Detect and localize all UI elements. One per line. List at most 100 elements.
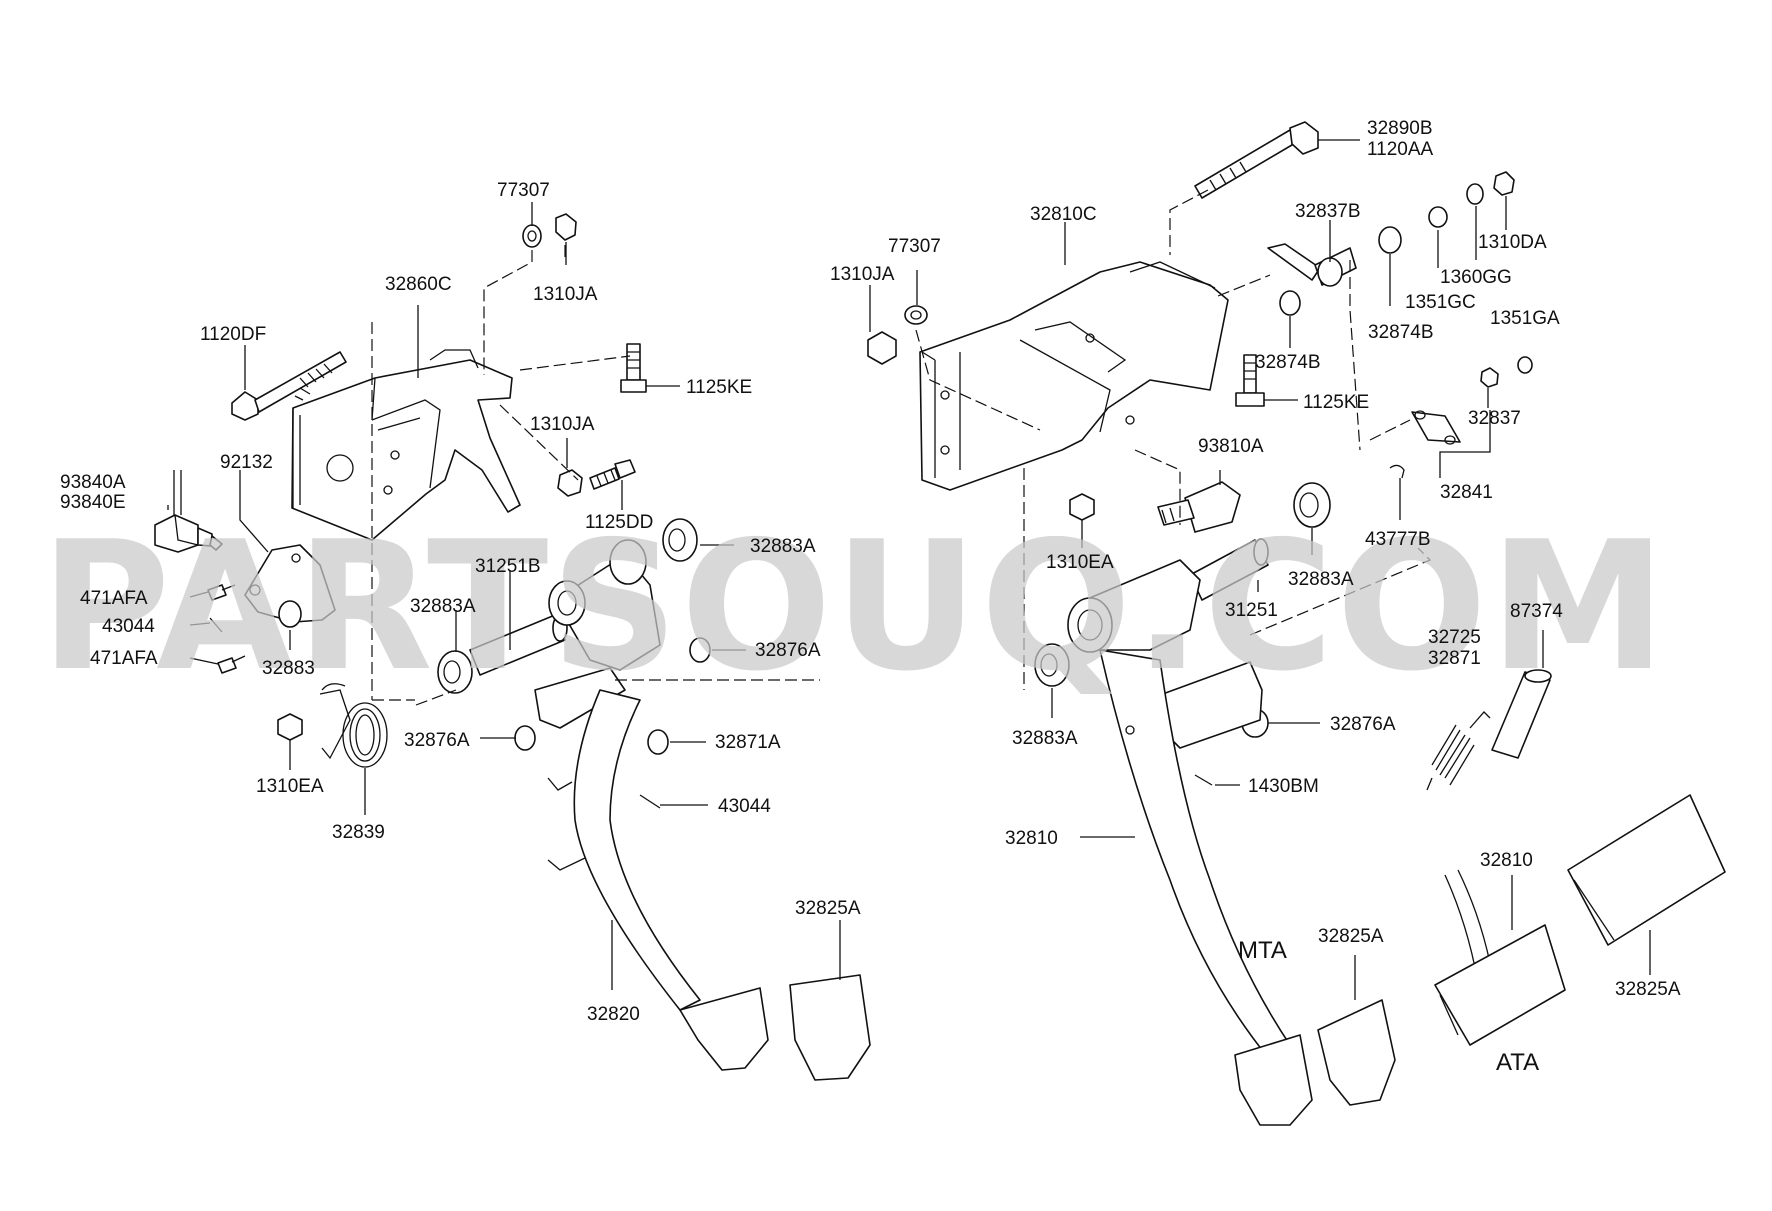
label-32883A-left-mid: 32883A	[410, 596, 476, 617]
bolt-1120DF	[231, 351, 347, 421]
label-32876A-right: 32876A	[1330, 714, 1396, 735]
pedal-pad-32825A-mta	[1317, 999, 1396, 1106]
label-1351GC: 1351GC	[1405, 292, 1476, 313]
label-1430BM: 1430BM	[1248, 776, 1319, 797]
bolt-32890B	[1194, 121, 1319, 199]
label-32810C: 32810C	[1030, 204, 1097, 225]
label-1120DF: 1120DF	[200, 324, 266, 345]
part-labels: 77307 1310JA 32860C 1120DF 1125KE 1310JA…	[60, 118, 1681, 1076]
label-1310JA-right: 1310JA	[830, 264, 895, 285]
label-32874B-top: 32874B	[1368, 322, 1434, 343]
label-1125KE-right: 1125KE	[1303, 392, 1369, 413]
bushing-32874B-top	[1378, 226, 1402, 254]
label-93840E: 93840E	[60, 492, 126, 513]
label-32871: 32871	[1428, 648, 1481, 669]
label-32841: 32841	[1440, 482, 1493, 503]
watermark: PARTSOUQ.COM	[40, 503, 1668, 710]
label-32883A-right-top: 32883A	[1288, 569, 1354, 590]
brake-pedal-32810	[1067, 559, 1313, 1126]
switch-93810A	[1157, 481, 1241, 533]
switch-93840A	[154, 470, 223, 553]
label-32890B: 32890B	[1367, 118, 1433, 139]
label-77307-left: 77307	[497, 180, 550, 201]
stopper-32837B	[1267, 243, 1357, 287]
label-32883A-left-top: 32883A	[750, 536, 816, 557]
label-1310EA-left: 1310EA	[256, 776, 324, 797]
washer-77307-right	[904, 305, 928, 325]
label-1351GA: 1351GA	[1490, 308, 1560, 329]
label-77307-right: 77307	[888, 236, 941, 257]
bolt-1125DD	[589, 459, 636, 490]
label-32839: 32839	[332, 822, 385, 843]
clip-43777B	[1389, 464, 1405, 479]
label-1120AA: 1120AA	[1367, 139, 1434, 160]
nut-1310JA-top	[555, 213, 577, 241]
label-32825A-left: 32825A	[795, 898, 861, 919]
label-32876A-left-mid: 32876A	[404, 730, 470, 751]
bushing-32883	[278, 600, 302, 628]
label-32825A-mta: 32825A	[1318, 926, 1384, 947]
nut-1310JA-right	[867, 331, 897, 365]
bushing-32883A-right-top	[1293, 482, 1331, 528]
pedal-pad-32825A-left	[789, 974, 871, 1081]
cap-32876A-mid	[514, 725, 536, 751]
bolt-1125KE-right	[1235, 354, 1265, 407]
label-32820: 32820	[587, 1004, 640, 1025]
label-1310JA-top-left: 1310JA	[533, 284, 598, 305]
washer-1351GC	[1428, 206, 1448, 228]
nut-1310EA-left	[277, 713, 303, 741]
label-471AFA-top: 471AFA	[80, 588, 148, 609]
label-32725: 32725	[1428, 627, 1481, 648]
pedal-bracket-32860C	[291, 349, 521, 541]
cap-32876A-right	[689, 637, 711, 663]
label-mta: MTA	[1238, 937, 1287, 964]
label-32810-ata: 32810	[1480, 850, 1533, 871]
washer-1360GG	[1466, 183, 1484, 205]
clutch-pedal-32820	[534, 539, 769, 1071]
label-1125KE-left: 1125KE	[686, 377, 752, 398]
washer-77307	[522, 224, 542, 248]
label-32876A-left-right: 32876A	[755, 640, 821, 661]
label-43777B: 43777B	[1365, 529, 1431, 550]
label-32860C: 32860C	[385, 274, 452, 295]
leader-lines	[167, 139, 1651, 1000]
label-32810-main: 32810	[1005, 828, 1058, 849]
label-32871A: 32871A	[715, 732, 781, 753]
pin-43044-mid	[639, 794, 661, 809]
link-32841	[1411, 410, 1461, 445]
spring-32725	[1426, 711, 1491, 791]
label-471AFA-bottom: 471AFA	[90, 648, 158, 669]
pedal-pad-32825A-ata	[1567, 794, 1726, 946]
nut-1351GA	[1517, 356, 1533, 374]
pin-1430BM	[1194, 774, 1213, 786]
nut-1310EA-right	[1069, 493, 1095, 521]
nut-1310JA-mid	[557, 469, 583, 497]
pipe-87374	[1491, 669, 1552, 759]
label-31251: 31251	[1225, 600, 1278, 621]
bolt-471AFA-top	[207, 584, 227, 601]
label-32883A-right-low: 32883A	[1012, 728, 1078, 749]
bushing-32874B-mid	[1279, 290, 1301, 316]
spring-32839	[319, 683, 388, 768]
ata-pedal-32810	[1434, 869, 1566, 1046]
bushing-32883A-left-top	[662, 518, 698, 562]
label-32825A-ata: 32825A	[1615, 979, 1681, 1000]
bushing-32883A-left-mid	[437, 650, 473, 694]
bushing-32871A	[647, 729, 669, 755]
label-1310DA: 1310DA	[1478, 232, 1547, 253]
bushing-32883A-right-low	[1034, 643, 1070, 687]
label-43044-left: 43044	[102, 616, 155, 637]
nut-32837	[1480, 367, 1499, 388]
label-32837: 32837	[1468, 408, 1521, 429]
label-1360GG: 1360GG	[1440, 267, 1512, 288]
bolt-471AFA-bottom	[217, 657, 237, 674]
label-87374: 87374	[1510, 601, 1563, 622]
label-31251B: 31251B	[475, 556, 541, 577]
label-1310JA-mid-left: 1310JA	[530, 414, 595, 435]
label-1125DD: 1125DD	[585, 512, 653, 533]
label-43044-mid: 43044	[718, 796, 771, 817]
label-92132: 92132	[220, 452, 273, 473]
pin-43044-left	[209, 617, 223, 633]
label-32883: 32883	[262, 658, 315, 679]
